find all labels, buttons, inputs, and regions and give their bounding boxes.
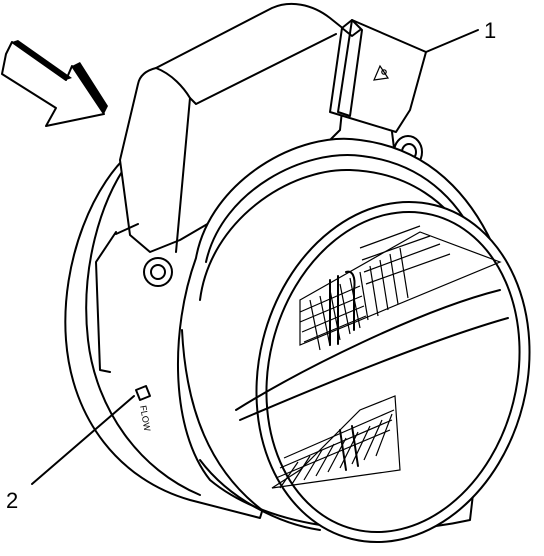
- flow-marking-text: FLOW: [138, 405, 152, 433]
- callout-1: 1: [425, 18, 496, 53]
- airflow-direction-arrow: [1, 40, 108, 127]
- callout-label-1: 1: [484, 18, 496, 43]
- flow-screen: [235, 225, 509, 489]
- callout-2: 2: [6, 395, 135, 513]
- flow-marking: FLOW: [135, 385, 152, 433]
- callout-label-2: 2: [6, 488, 18, 513]
